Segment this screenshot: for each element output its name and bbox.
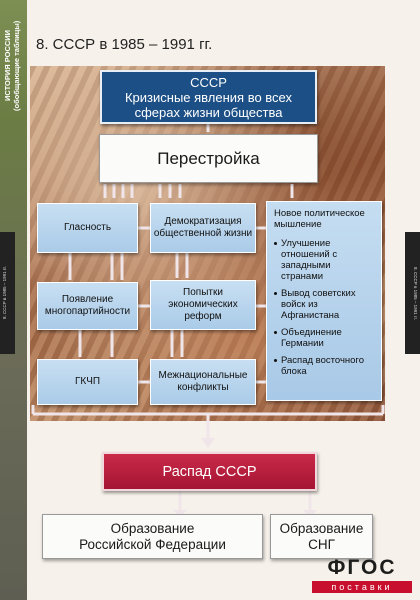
- multiparty-box: Появление многопартийности: [37, 282, 138, 330]
- democratization-label: Демократизация общественной жизни: [153, 216, 253, 239]
- ussr-crisis-box: СССР Кризисные явления во всех сферах жи…: [100, 70, 317, 124]
- gkchp-label: ГКЧП: [74, 376, 101, 387]
- ussr-collapse-box: Распад СССР: [102, 452, 317, 491]
- new-thinking-item: Объединение Германии: [274, 327, 374, 349]
- ethnic-conflicts-label: Межнациональные конфликты: [158, 370, 248, 393]
- cis-line1: Образование: [279, 520, 364, 536]
- ussr-crisis-line3: сферах жизни общества: [134, 104, 283, 120]
- cis-line2: СНГ: [308, 536, 335, 552]
- left-edge-strip: 8. СССР в 1985 – 1991 гг.: [0, 232, 15, 354]
- new-thinking-item: Вывод советских войск из Афганистана: [274, 288, 374, 321]
- fgos-logo-main: ФГОС: [327, 556, 397, 579]
- economic-reforms-label: Попытки экономических реформ: [168, 287, 238, 322]
- democratization-box: Демократизация общественной жизни: [150, 203, 256, 253]
- new-thinking-item: Распад восточного блока: [274, 355, 374, 377]
- ussr-crisis-line2: Кризисные явления во всех: [124, 89, 292, 105]
- new-thinking-title: Новое политическое мышление: [274, 208, 365, 230]
- new-thinking-item: Улучшение отношений с западными странами: [274, 238, 374, 282]
- right-edge-caption: 8. СССР в 1985 – 1991 гг.: [413, 266, 418, 320]
- perestroika-box: Перестройка: [99, 134, 318, 183]
- right-edge-strip: 8. СССР в 1985 – 1991 гг.: [405, 232, 420, 354]
- russian-federation-box: Образование Российской Федерации: [42, 514, 263, 559]
- glasnost-box: Гласность: [37, 203, 138, 253]
- glasnost-label: Гласность: [63, 222, 112, 233]
- russian-federation-line1: Образование: [110, 520, 195, 536]
- ussr-collapse-label: Распад СССР: [162, 463, 257, 480]
- perestroika-label: Перестройка: [157, 148, 260, 168]
- multiparty-label: Появление многопартийности: [44, 294, 131, 317]
- page-title: 8. СССР в 1985 – 1991 гг.: [36, 36, 213, 53]
- russian-federation-line2: Российской Федерации: [79, 536, 226, 552]
- fgos-logo: ФГОС поставки: [312, 556, 412, 594]
- fgos-logo-sub: поставки: [312, 581, 412, 593]
- cis-box: Образование СНГ: [270, 514, 373, 559]
- new-thinking-box: Новое политическое мышление Улучшение от…: [266, 201, 382, 401]
- gkchp-box: ГКЧП: [37, 359, 138, 405]
- ussr-crisis-line1: СССР: [190, 74, 227, 90]
- ethnic-conflicts-box: Межнациональные конфликты: [150, 359, 256, 405]
- economic-reforms-box: Попытки экономических реформ: [150, 280, 256, 330]
